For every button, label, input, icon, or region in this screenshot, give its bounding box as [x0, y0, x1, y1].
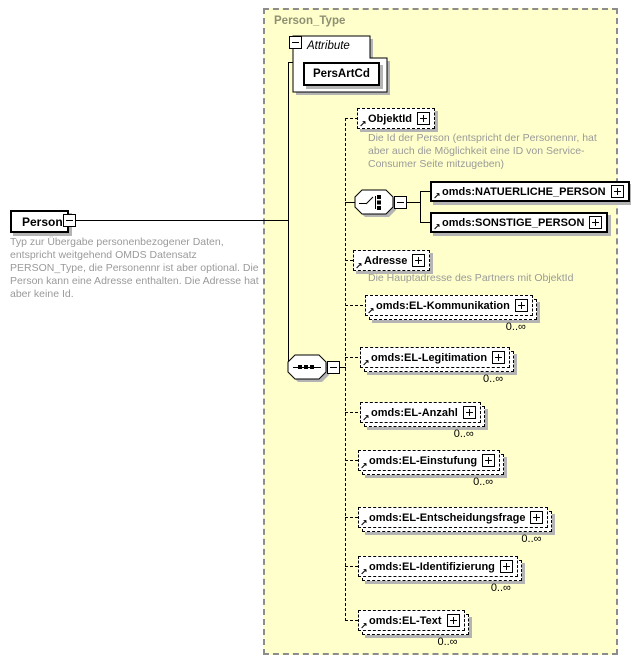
reference-arrow-icon	[360, 520, 368, 529]
collapse-icon[interactable]	[63, 214, 76, 227]
occurrence-label: 0..∞	[453, 428, 474, 440]
element-annotation: Die Id der Person (entspricht der Person…	[368, 132, 597, 170]
expand-icon[interactable]	[530, 511, 544, 524]
element-objektid[interactable]: ObjektId	[357, 108, 436, 130]
expand-icon[interactable]	[462, 406, 476, 419]
expand-icon[interactable]	[589, 216, 603, 229]
reference-arrow-icon	[360, 569, 368, 578]
element-label: Adresse	[364, 254, 408, 267]
expand-icon[interactable]	[514, 299, 528, 312]
sequence-collapse-icon[interactable]	[327, 361, 340, 374]
expand-icon[interactable]	[482, 454, 496, 467]
reference-arrow-icon	[359, 121, 367, 130]
element-label: omds:EL-Kommunikation	[376, 299, 510, 312]
element-el-entscheidungsfrage[interactable]: omds:EL-Entscheidungsfrage 0..∞	[358, 507, 553, 545]
element-person[interactable]: Person	[10, 210, 69, 233]
occurrence-label: 0..∞	[521, 533, 542, 545]
element-label: omds:EL-Identifizierung	[369, 560, 495, 573]
element-label: omds:EL-Entscheidungsfrage	[369, 511, 526, 524]
element-sonstige-person[interactable]: omds:SONSTIGE_PERSON	[430, 212, 609, 233]
element-label: ObjektId	[368, 112, 413, 125]
element-adresse[interactable]: Adresse	[353, 250, 431, 272]
occurrence-label: 0..∞	[437, 636, 458, 648]
element-annotation: Die Hauptadresse des Partners mit Objekt…	[368, 272, 574, 284]
occurrence-label: 0..∞	[490, 582, 511, 594]
attribute-block-header: Attribute	[307, 40, 350, 52]
attribute-persartcd[interactable]: PersArtCd	[303, 62, 380, 86]
element-natuerliche-person[interactable]: omds:NATUERLICHE_PERSON	[430, 181, 630, 202]
person-type-container: Person_Type	[263, 8, 618, 655]
element-label: omds:EL-Einstufung	[369, 454, 478, 467]
element-el-anzahl[interactable]: omds:EL-Anzahl 0..∞	[360, 402, 485, 440]
occurrence-label: 0..∞	[505, 321, 526, 333]
element-label: omds:EL-Legitimation	[371, 351, 488, 364]
choice-collapse-icon[interactable]	[394, 196, 407, 209]
complex-type-title: Person_Type	[274, 15, 346, 27]
attribute-collapse-icon[interactable]	[289, 36, 302, 49]
element-el-kommunikation[interactable]: omds:EL-Kommunikation 0..∞	[365, 295, 537, 333]
expand-icon[interactable]	[412, 254, 426, 267]
element-label: omds:SONSTIGE_PERSON	[442, 216, 585, 229]
reference-arrow-icon	[355, 263, 363, 272]
reference-arrow-icon	[360, 463, 368, 472]
reference-arrow-icon	[433, 224, 441, 233]
element-annotation: Typ zur Übergabe personenbezogener Daten…	[10, 236, 259, 300]
element-label: Person	[22, 214, 63, 229]
reference-arrow-icon	[362, 415, 370, 424]
sequence-connector-icon[interactable]	[287, 354, 329, 382]
expand-icon[interactable]	[417, 112, 431, 125]
expand-icon[interactable]	[492, 351, 506, 364]
reference-arrow-icon	[433, 193, 441, 202]
expand-icon[interactable]	[610, 185, 624, 198]
expand-icon[interactable]	[499, 560, 513, 573]
element-label: omds:EL-Anzahl	[371, 406, 458, 419]
reference-arrow-icon	[367, 308, 375, 317]
element-el-legitimation[interactable]: omds:EL-Legitimation 0..∞	[360, 347, 515, 385]
element-label: omds:EL-Text	[369, 614, 442, 627]
reference-arrow-icon	[362, 360, 370, 369]
occurrence-label: 0..∞	[483, 373, 504, 385]
expand-icon[interactable]	[446, 614, 460, 627]
element-el-identifizierung[interactable]: omds:EL-Identifizierung 0..∞	[358, 556, 522, 594]
element-el-einstufung[interactable]: omds:EL-Einstufung 0..∞	[358, 450, 505, 488]
attribute-label: PersArtCd	[313, 68, 370, 80]
occurrence-label: 0..∞	[473, 476, 494, 488]
choice-connector-icon[interactable]	[354, 189, 396, 217]
element-label: omds:NATUERLICHE_PERSON	[442, 185, 606, 198]
element-el-text[interactable]: omds:EL-Text 0..∞	[358, 610, 469, 648]
reference-arrow-icon	[360, 623, 368, 632]
